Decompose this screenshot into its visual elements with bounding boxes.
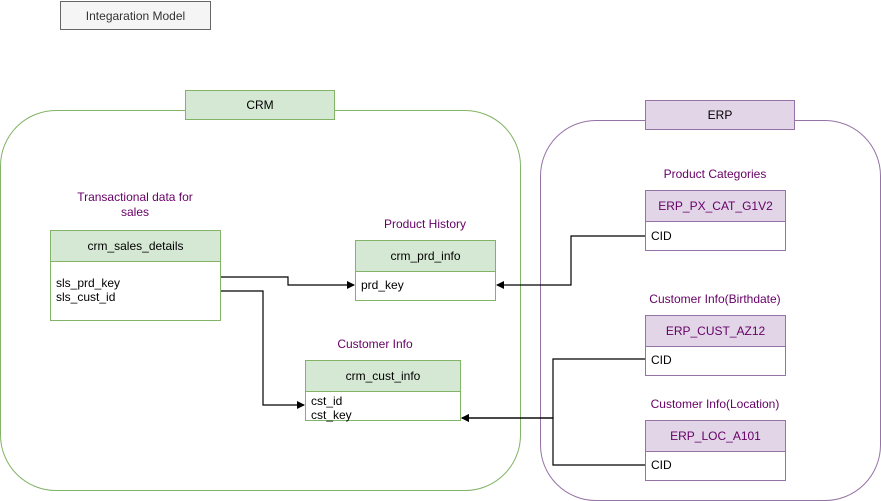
table-body: CID — [646, 222, 785, 246]
table-body: cst_id cst_key — [306, 392, 460, 425]
table-header: ERP_PX_CAT_G1V2 — [646, 191, 785, 222]
table-erp-cust-az12[interactable]: ERP_CUST_AZ12 CID — [645, 315, 786, 376]
table-erp-px-cat-g1v2[interactable]: ERP_PX_CAT_G1V2 CID — [645, 190, 786, 251]
caption-product-history: Product History — [383, 217, 467, 231]
caption-product-categories: Product Categories — [663, 167, 767, 181]
caption-customer-info: Customer Info — [337, 337, 413, 351]
edge-px-cat-to-prd-info — [496, 235, 645, 289]
field-cst-key: cst_key — [311, 408, 352, 422]
field-prd-key: prd_key — [361, 278, 404, 292]
table-erp-loc-a101[interactable]: ERP_LOC_A101 CID — [645, 420, 786, 481]
table-body: prd_key — [356, 272, 495, 295]
diagram-title: Integaration Model — [60, 1, 211, 30]
table-body: sls_prd_key sls_cust_id — [51, 262, 220, 307]
table-header: crm_prd_info — [356, 241, 495, 272]
edge-sales-to-prd-info — [221, 276, 355, 289]
table-header: ERP_LOC_A101 — [646, 421, 785, 452]
crm-group-header: CRM — [185, 90, 335, 120]
table-crm-cust-info[interactable]: crm_cust_info cst_id cst_key — [305, 360, 461, 422]
edge-loc-a101-to-cust-info — [461, 414, 645, 466]
table-header: crm_cust_info — [306, 361, 460, 392]
field-cid: CID — [651, 353, 672, 367]
edge-cust-az12-to-cust-info — [461, 358, 645, 422]
field-cst-id: cst_id — [311, 394, 343, 408]
caption-customer-birthdate: Customer Info(Birthdate) — [649, 292, 781, 306]
field-sls-cust-id: sls_cust_id — [56, 290, 116, 304]
table-body: CID — [646, 347, 785, 370]
field-cid: CID — [651, 229, 672, 243]
field-cid: CID — [651, 458, 672, 472]
edge-sales-to-cust-info — [221, 290, 305, 409]
caption-customer-location: Customer Info(Location) — [650, 397, 780, 411]
field-sls-prd-key: sls_prd_key — [56, 276, 121, 290]
table-crm-sales-details[interactable]: crm_sales_details sls_prd_key sls_cust_i… — [50, 230, 221, 321]
table-crm-prd-info[interactable]: crm_prd_info prd_key — [355, 240, 496, 301]
table-header: crm_sales_details — [51, 231, 220, 262]
erp-group-header: ERP — [645, 100, 795, 130]
table-body: CID — [646, 452, 785, 475]
table-header: ERP_CUST_AZ12 — [646, 316, 785, 347]
caption-sales: Transactional data for sales — [77, 190, 193, 219]
